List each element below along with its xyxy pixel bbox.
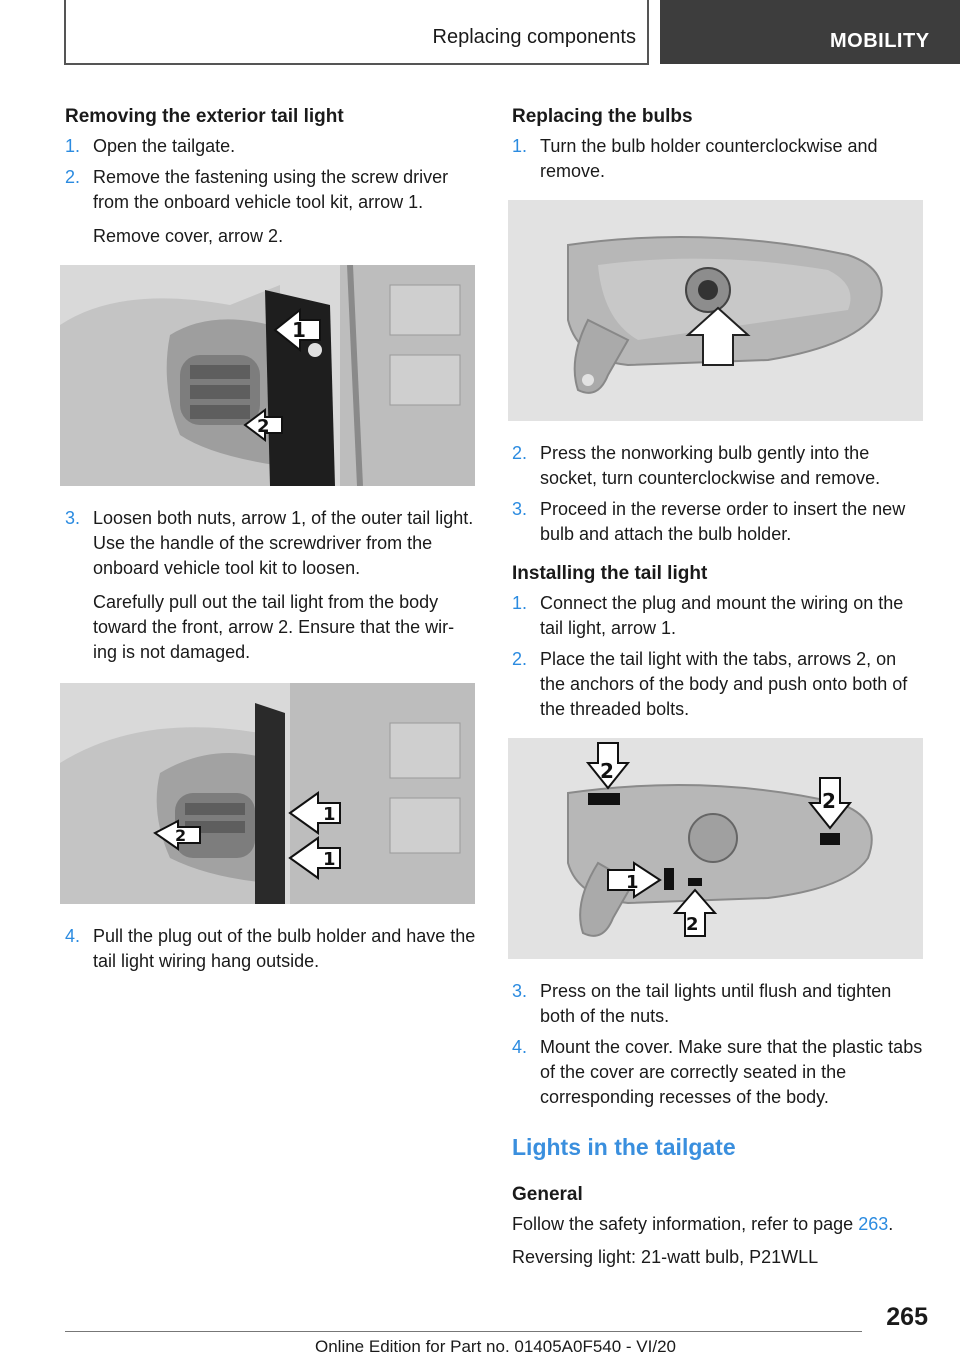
arrow-label: 2 (600, 759, 614, 783)
step-item: 4. Pull the plug out of the bulb holder … (65, 924, 477, 974)
header-left-rule (64, 0, 66, 64)
step-number: 3. (65, 508, 81, 528)
header-right-rule (647, 0, 649, 64)
arrow-label: 2 (822, 789, 836, 813)
arrow-label: 1 (292, 318, 306, 342)
removing-heading: Removing the exterior tail light (65, 106, 344, 127)
figure-loosen-nuts: 1 1 2 (60, 683, 475, 904)
figure-install-tail-light: 2 2 1 2 (508, 738, 923, 959)
replacing-bulbs-heading: Replacing the bulbs (512, 106, 693, 127)
step-number: 2. (512, 649, 528, 669)
arrow-label: 2 (175, 826, 186, 845)
step-extra-text: Remove cover, arrow 2. (93, 226, 284, 246)
step-item: 2. Press the nonworking bulb gently into… (512, 441, 924, 491)
page-number: 265 (886, 1303, 928, 1331)
step-text: Press the nonworking bulb gently into th… (540, 443, 881, 488)
step-text: Open the tailgate. (93, 136, 236, 156)
step-extra-text: Carefully pull out the tail light from t… (93, 592, 455, 662)
figure-install-tail-light-illustration: 2 2 1 2 (508, 738, 923, 959)
figure-bulb-holder (508, 200, 923, 421)
reversing-light-info: Reversing light: 21-watt bulb, P21WLL (512, 1247, 819, 1267)
step-item: 3. Proceed in the reverse order to inser… (512, 497, 924, 547)
figure-bulb-holder-illustration (508, 200, 923, 421)
figure-loosen-nuts-illustration: 1 1 2 (60, 683, 475, 904)
step-number: 4. (65, 926, 81, 946)
chapter-label: MOBILITY (830, 30, 930, 52)
arrow-label: 1 (626, 872, 639, 893)
step-text: Remove the fastening using the screw dri… (93, 167, 449, 212)
step-item: 3. Loosen both nuts, arrow 1, of the out… (65, 506, 477, 665)
arrow-label: 2 (257, 416, 270, 437)
header-section-title: Replacing components (432, 26, 636, 48)
step-item: 1. Open the tailgate. (65, 134, 477, 159)
step-number: 1. (65, 136, 81, 156)
footer-edition: Online Edition for Part no. 01405A0F540 … (315, 1337, 677, 1356)
header-chapter-tab[interactable]: MOBILITY (660, 0, 960, 64)
figure-remove-cover: 1 2 (60, 265, 475, 486)
step-number: 3. (512, 981, 528, 1001)
safety-text: Follow the safety information, refer to … (512, 1214, 859, 1234)
step-text: Pull the plug out of the bulb holder and… (93, 926, 476, 971)
step-item: 2. Remove the fastening using the screw … (65, 165, 477, 249)
step-text: Turn the bulb holder counterclockwise an… (540, 136, 878, 181)
step-item: 2. Place the tail light with the tabs, a… (512, 647, 924, 722)
footer-rule (65, 1331, 862, 1332)
section-title-tailgate-lights: Lights in the tailgate (512, 1134, 736, 1160)
arrow-label: 2 (686, 914, 699, 935)
left-column: Removing the exterior tail light 1. Open… (60, 104, 477, 980)
step-number: 3. (512, 499, 528, 519)
step-number: 4. (512, 1037, 528, 1057)
step-item: 3. Press on the tail lights until flush … (512, 979, 924, 1029)
step-item: 4. Mount the cover. Make sure that the p… (512, 1035, 924, 1110)
step-text: Place the tail light with the tabs, arro… (540, 649, 908, 719)
step-number: 1. (512, 593, 528, 613)
safety-end: . (888, 1214, 894, 1234)
step-text: Connect the plug and mount the wiring on… (540, 593, 904, 638)
step-number: 1. (512, 136, 528, 156)
arrow-label: 1 (323, 849, 336, 870)
step-text: Press on the tail lights until flush and… (540, 981, 892, 1026)
figure-remove-cover-illustration: 1 2 (60, 265, 475, 486)
step-number: 2. (512, 443, 528, 463)
step-text: Loosen both nuts, arrow 1, of the outer … (93, 508, 474, 578)
right-column: Replacing the bulbs 1. Turn the bulb hol… (508, 104, 924, 1278)
arrow-label: 1 (323, 804, 336, 825)
page-reference-link[interactable]: 263 (858, 1214, 889, 1234)
step-text: Mount the cover. Make sure that the plas… (540, 1037, 923, 1107)
step-item: 1. Connect the plug and mount the wiring… (512, 591, 924, 641)
header-bottom-rule (64, 63, 649, 65)
installing-heading: Installing the tail light (512, 563, 708, 584)
step-number: 2. (65, 167, 81, 187)
general-heading: General (512, 1184, 583, 1205)
step-text: Proceed in the reverse order to insert t… (540, 499, 906, 544)
safety-paragraph: Follow the safety information, refer to … (512, 1212, 924, 1237)
step-item: 1. Turn the bulb holder counterclockwise… (512, 134, 924, 184)
